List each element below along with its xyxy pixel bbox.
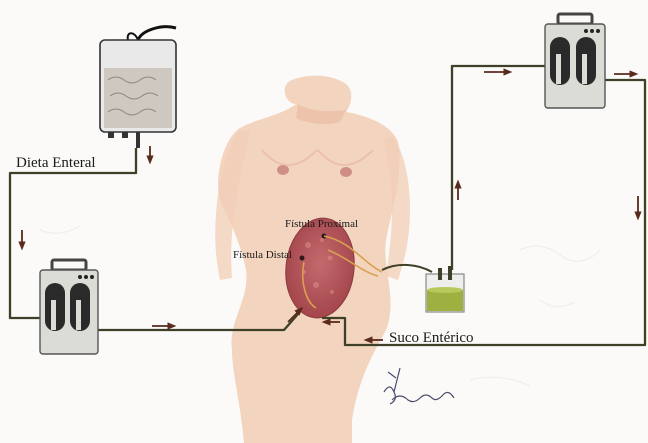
enteral-feeding-bag-icon [100,27,176,148]
tube-collector-to-pump [452,66,545,270]
fistula-distal-point [300,256,305,261]
signature [384,368,454,404]
label-fistula-distal: Fístula Distal [233,249,292,261]
label-dieta-enteral: Dieta Enteral [16,155,96,172]
left-nipple [277,165,289,175]
label-fistula-proximal: Fístula Proximal [285,218,358,230]
label-suco-enterico: Suco Entérico [389,330,474,347]
infusion-pump-left [40,260,98,354]
right-nipple [340,167,352,177]
collection-cup-icon [426,266,464,312]
infusion-pump-right [545,14,605,108]
